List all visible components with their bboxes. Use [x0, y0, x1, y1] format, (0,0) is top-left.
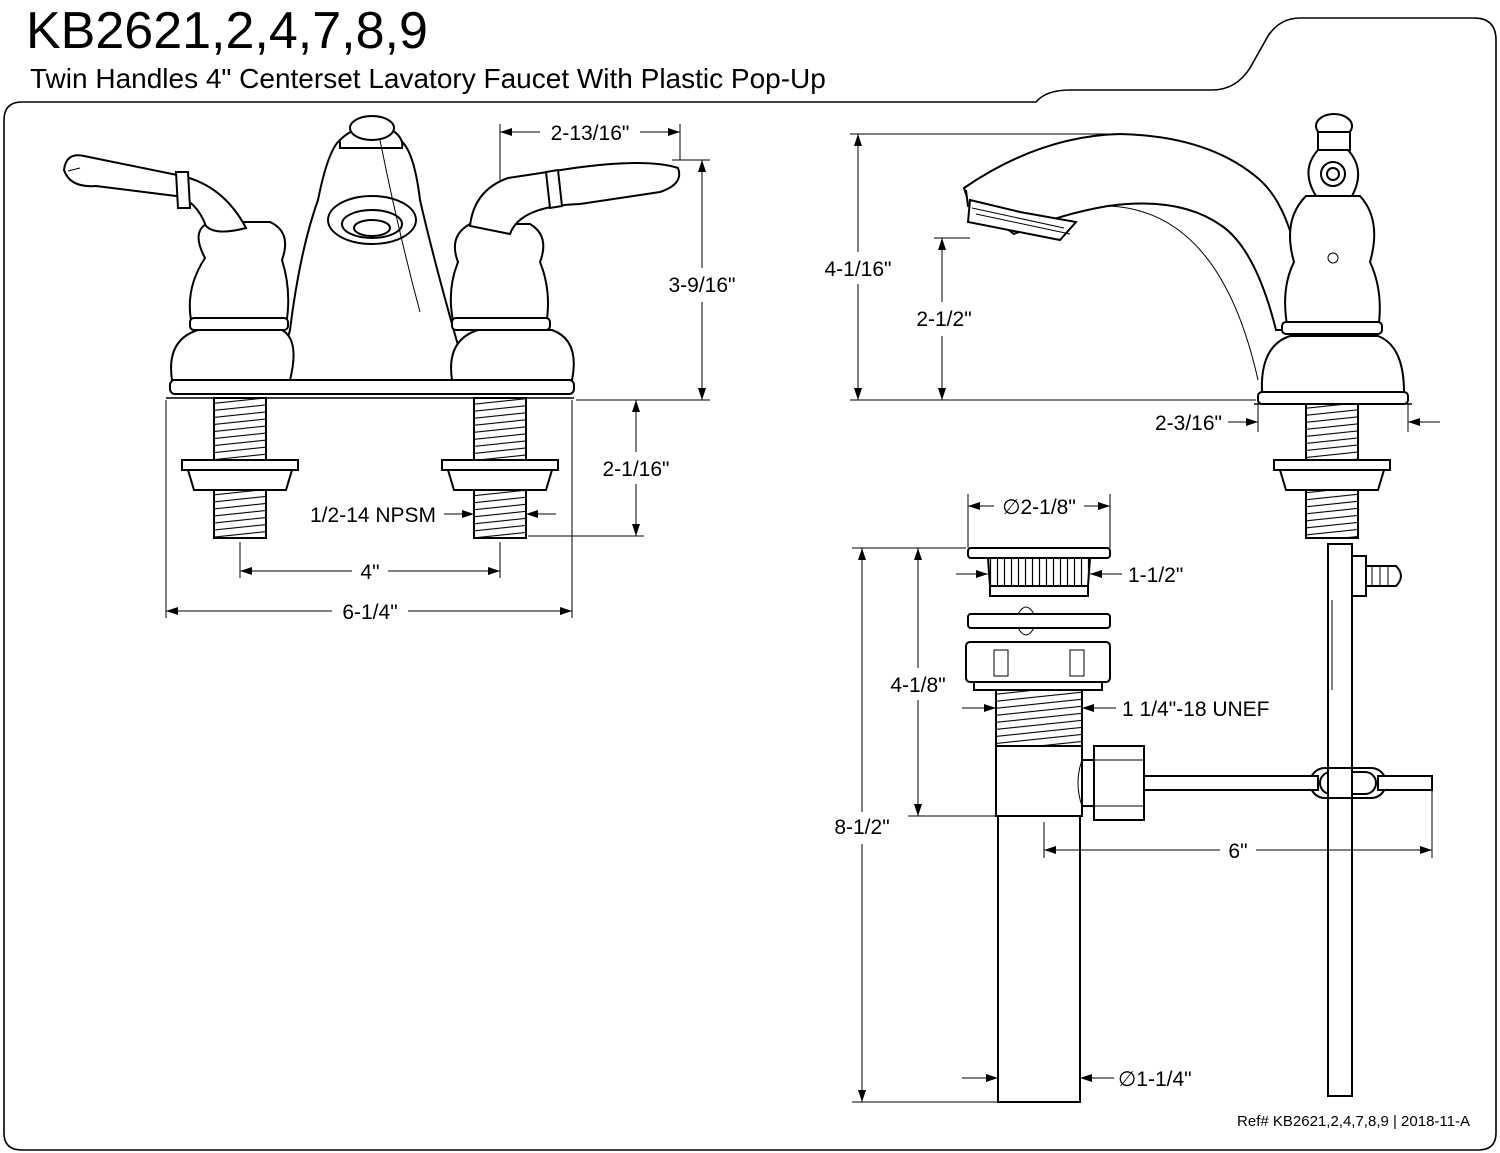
dim-side-height: 4-1/16" [825, 258, 892, 281]
front-dimensions: 2-13/16" 3-9/16" 2-1/16" 1/2-14 NPSM 4" … [165, 122, 736, 624]
dim-body-thread: 1 1/4"-18 UNEF [1122, 698, 1270, 721]
dim-overall-length: 8-1/2" [834, 816, 889, 839]
drain-view [965, 543, 1433, 1103]
dim-tailpiece-diameter: ∅1-1/4" [1118, 1068, 1192, 1091]
product-description: Twin Handles 4" Centerset Lavatory Fauce… [30, 63, 826, 94]
side-view [962, 113, 1412, 539]
side-dimensions: 4-1/16" 2-1/2" 2-3/16" [825, 133, 1440, 435]
dim-body-height: 4-1/8" [890, 674, 945, 697]
dim-overall-width: 6-1/4" [342, 601, 397, 624]
dim-spout-clearance: 2-1/2" [916, 308, 971, 331]
dim-base-depth: 2-3/16" [1155, 412, 1222, 435]
dim-shank-length: 2-1/16" [603, 458, 670, 481]
dim-handle-spacing: 2-13/16" [551, 122, 630, 145]
title-frame [3, 17, 1497, 1151]
dim-center-spacing: 4" [360, 561, 379, 584]
dim-rod-length: 6" [1228, 840, 1247, 863]
front-view [62, 115, 681, 539]
dim-thread-size: 1/2-14 NPSM [310, 504, 436, 527]
model-title: KB2621,2,4,7,8,9 [26, 2, 428, 60]
dim-faucet-height: 3-9/16" [669, 274, 736, 297]
dim-cap-diameter: 1-1/2" [1128, 564, 1183, 587]
reference-note: Ref# KB2621,2,4,7,8,9 | 2018-11-A [1237, 1113, 1470, 1130]
dim-flange-diameter: ∅2-1/8" [1002, 496, 1076, 519]
drain-dimensions: ∅2-1/8" 1-1/2" 4-1/8" 1 1/4"-18 UNEF 8-1… [834, 494, 1433, 1103]
